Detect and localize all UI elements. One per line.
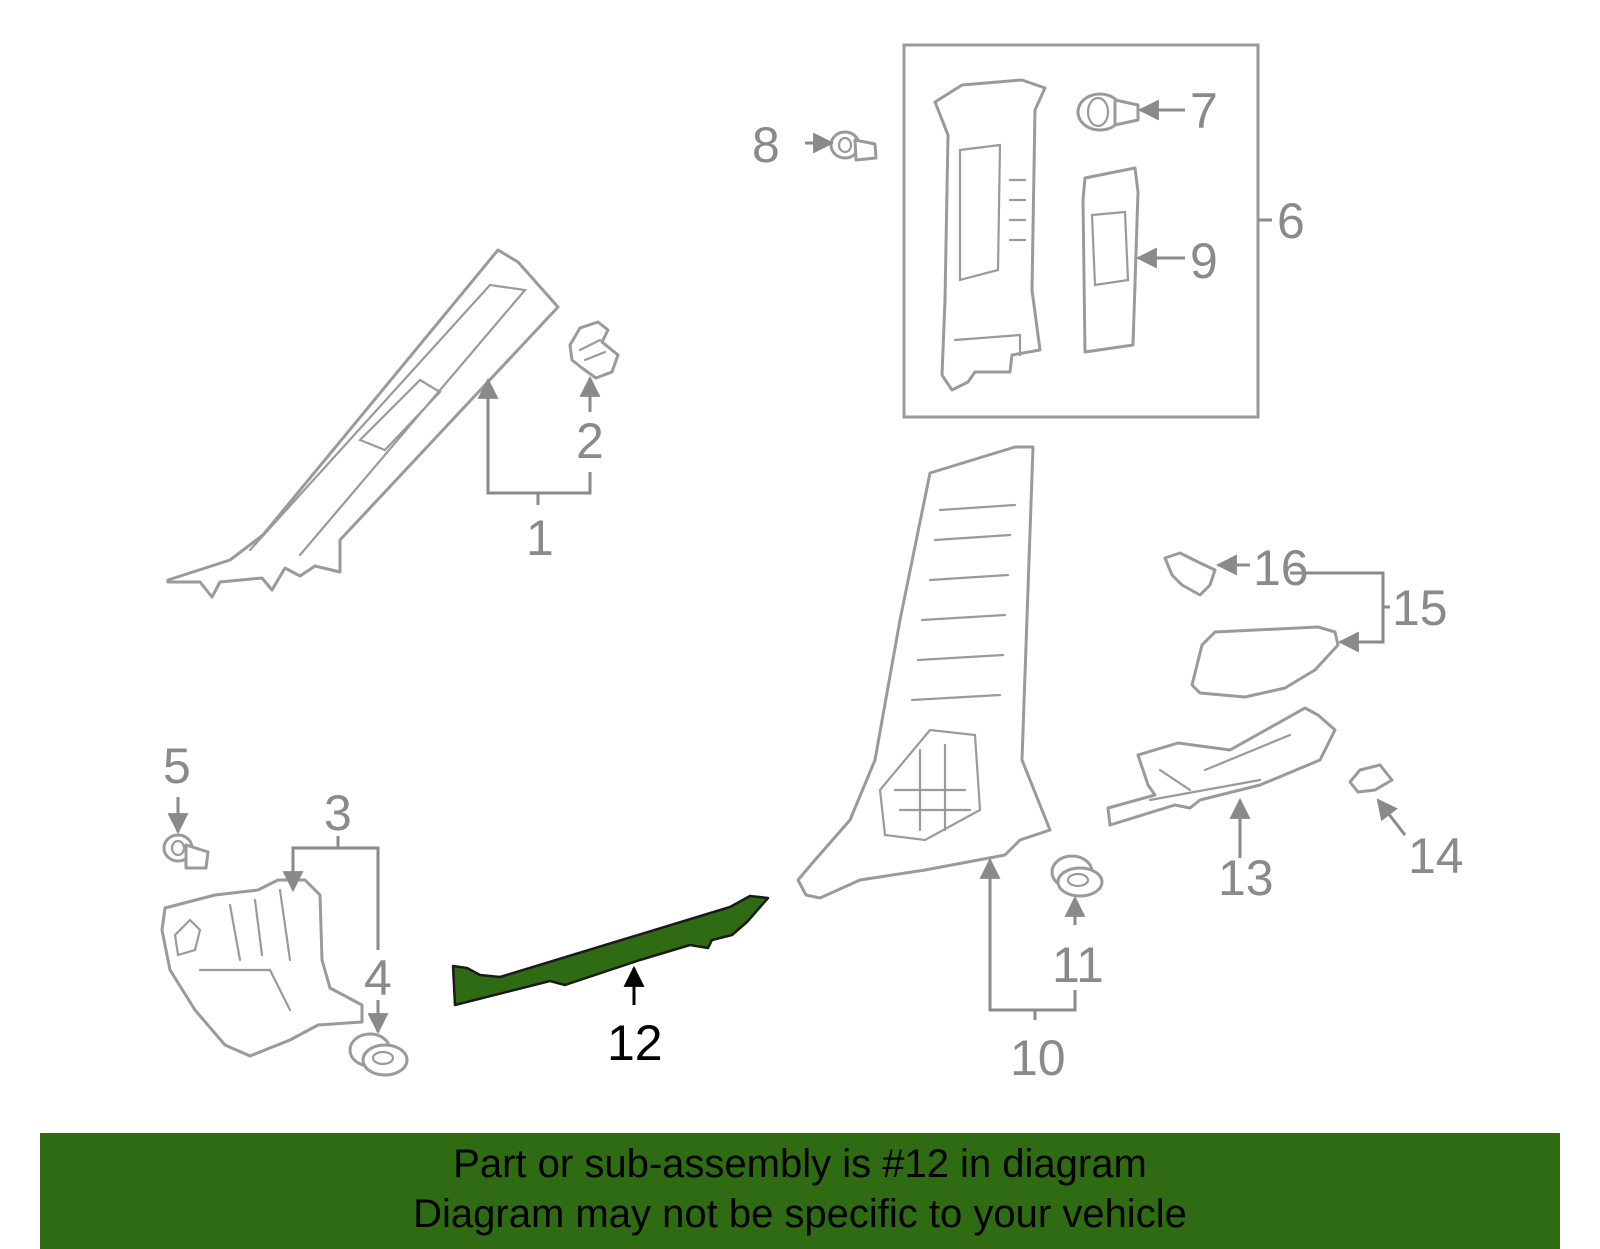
- callout-14: 14: [1408, 828, 1464, 884]
- callout-2: 2: [576, 413, 604, 469]
- callout-3: 3: [324, 785, 352, 841]
- callout-13: 13: [1218, 850, 1274, 906]
- part-3-cowl-side-trim: [160, 878, 364, 1058]
- part-10-lower-garnish: [796, 445, 1052, 900]
- callout-9: 9: [1190, 233, 1218, 289]
- part-12-scuff-plate: [451, 894, 770, 1007]
- highlight-notice-banner: Part or sub-assembly is #12 in diagram D…: [40, 1133, 1560, 1249]
- part-7-clip: [1076, 92, 1140, 132]
- part-8-clip: [829, 130, 878, 162]
- callout-1: 1: [526, 510, 554, 566]
- callout-6: 6: [1277, 193, 1305, 249]
- leader-lines: [167, 99, 1407, 1035]
- callout-8: 8: [752, 117, 780, 173]
- part-13-quarter-trim: [1106, 706, 1337, 827]
- callout-7: 7: [1190, 83, 1218, 139]
- callout-15: 15: [1392, 580, 1448, 636]
- part-5-clip: [162, 833, 210, 870]
- part-15-cover: [1190, 625, 1340, 699]
- part-11-clip: [1050, 854, 1104, 898]
- part-4-clip: [348, 1032, 409, 1077]
- notice-line-1: Part or sub-assembly is #12 in diagram: [453, 1142, 1147, 1186]
- callout-12: 12: [607, 1015, 663, 1071]
- callout-11: 11: [1052, 937, 1104, 993]
- part-14-clip: [1348, 763, 1394, 794]
- part-16-clip: [1163, 551, 1217, 597]
- callout-16: 16: [1253, 540, 1309, 596]
- part-6-upper-garnish: [933, 78, 1047, 392]
- part-2-clip: [568, 320, 620, 380]
- part-6-group-box: [902, 43, 1260, 419]
- callout-10: 10: [1010, 1030, 1066, 1086]
- part-1-pillar-garnish: [166, 248, 560, 599]
- part-9-pad: [1081, 166, 1140, 354]
- callout-5: 5: [163, 738, 191, 794]
- callout-4: 4: [364, 950, 392, 1006]
- notice-line-2: Diagram may not be specific to your vehi…: [413, 1192, 1187, 1236]
